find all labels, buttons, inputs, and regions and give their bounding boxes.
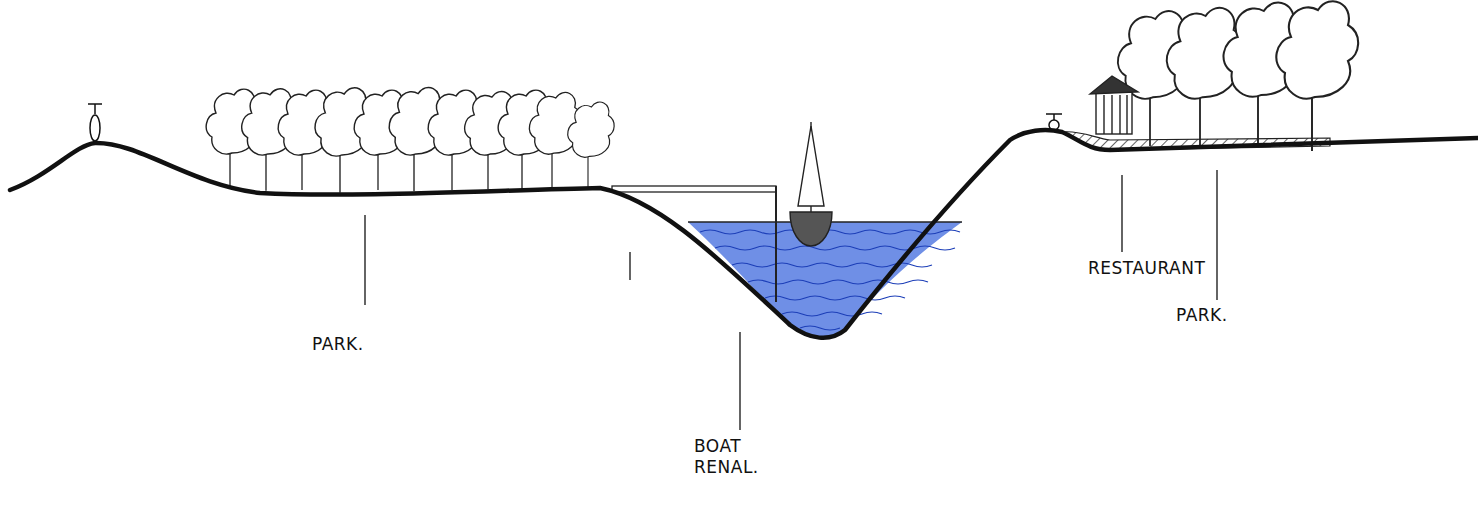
leader-line — [739, 332, 740, 430]
water-wave — [715, 246, 955, 250]
symbol-body — [90, 115, 100, 141]
pier-deck — [612, 186, 776, 192]
boat-sail — [798, 126, 824, 206]
symbol-stem — [1053, 114, 1055, 120]
part-label: PARK. — [312, 334, 432, 355]
part-label: BOAT RENAL. — [694, 436, 774, 479]
leader-line — [629, 252, 630, 280]
restaurant-building — [1090, 76, 1138, 134]
leader-line — [1216, 170, 1217, 300]
water-wave — [700, 230, 960, 234]
building-line — [1103, 95, 1104, 134]
symbol-stem — [94, 104, 96, 114]
boat-hull — [790, 212, 832, 246]
building-line — [1126, 95, 1127, 134]
building-roof — [1090, 76, 1138, 94]
sailboat — [790, 122, 832, 246]
building-wall — [1096, 92, 1132, 134]
park-tree — [1276, 1, 1358, 151]
building-line — [1119, 95, 1120, 134]
pier-post — [775, 186, 777, 302]
viewpoint-symbol — [88, 104, 102, 141]
part-label: PARK. — [1176, 305, 1296, 326]
leader-line — [364, 215, 365, 305]
ground-line — [10, 130, 1478, 338]
viewpoint-symbol — [1046, 114, 1062, 130]
water-wave — [782, 312, 882, 316]
park-tree — [568, 102, 614, 187]
building-line — [1111, 95, 1112, 134]
water-wave — [732, 263, 932, 267]
water-wave — [800, 326, 840, 330]
part-label: RESTAURANT — [1088, 258, 1248, 279]
leader-line — [1121, 175, 1122, 252]
leader-lines — [365, 170, 1217, 430]
symbol-body — [1049, 120, 1059, 130]
water-wave — [765, 296, 905, 300]
